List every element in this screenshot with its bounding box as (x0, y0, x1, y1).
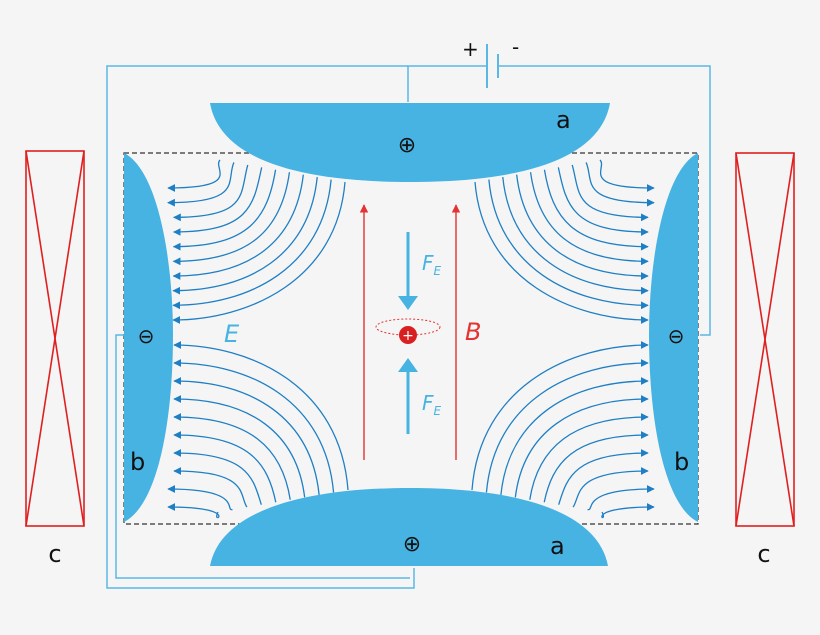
force-arrow-bottom (398, 358, 418, 434)
field-line-bottom-left (173, 341, 349, 491)
electric-field-lines (167, 159, 655, 519)
battery-plus-label: + (462, 37, 479, 61)
field-line-bottom-right (543, 431, 649, 503)
label-c-left: c (48, 540, 61, 568)
minus-symbol-right: ⊖ (668, 324, 685, 348)
field-line-bottom-left (173, 413, 291, 500)
field-line-bottom-left (167, 503, 220, 519)
field-line-top-left (172, 177, 318, 295)
field-line-bottom-left (173, 449, 262, 505)
field-line-bottom-right (500, 377, 649, 495)
field-line-bottom-left (173, 377, 320, 495)
electrode-a-top (210, 103, 610, 182)
label-b-left: b (130, 448, 145, 476)
field-line-top-right (502, 177, 649, 295)
particle-orbit (375, 318, 441, 336)
electrode-b-left (124, 153, 173, 522)
plus-symbol-top: ⊕ (398, 133, 416, 158)
field-line-top-right (488, 179, 649, 310)
minus-symbol-left: ⊖ (138, 324, 155, 348)
field-line-bottom-right (514, 395, 649, 498)
field-line-top-left (172, 181, 346, 324)
magnetic-field-lines (359, 204, 461, 460)
particle-plus: + (402, 328, 414, 344)
plus-symbol-bottom: ⊕ (403, 532, 421, 557)
force-arrow-top (398, 232, 418, 310)
field-line-top-right (474, 181, 649, 324)
field-line-bottom-left (173, 359, 335, 493)
field-line-top-left (167, 162, 235, 207)
field-line-top-left (172, 167, 263, 236)
electrode-b-right (649, 153, 698, 522)
field-line-top-left (172, 164, 249, 222)
coil-right (735, 152, 795, 527)
field-line-top-left (172, 179, 332, 310)
field-line-top-right (543, 169, 649, 251)
label-a-top: a (556, 106, 571, 134)
coil-left (25, 150, 85, 527)
field-line-bottom-right (529, 413, 649, 500)
field-line-bottom-left (173, 395, 306, 498)
label-c-right: c (757, 540, 770, 568)
battery: + - (462, 35, 519, 88)
label-E: E (224, 320, 240, 348)
field-line-top-right (516, 174, 649, 280)
battery-minus-label: - (512, 35, 519, 59)
field-line-top-right (557, 167, 649, 236)
electrode-a-bottom (210, 488, 608, 566)
field-line-top-left (172, 172, 291, 266)
field-line-top-right (571, 164, 649, 222)
force-label-top: FE (422, 251, 442, 278)
field-line-bottom-left (167, 485, 233, 511)
field-line-bottom-right (601, 503, 655, 519)
field-line-bottom-left (173, 431, 277, 503)
field-line-top-left (167, 159, 221, 192)
field-line-bottom-right (587, 485, 655, 511)
field-line-bottom-right (572, 467, 649, 508)
field-line-bottom-left (173, 467, 248, 508)
field-line-bottom-right (471, 341, 649, 491)
circuit-wires (106, 65, 711, 589)
force-label-bottom: FE (422, 391, 442, 418)
particle (399, 326, 417, 344)
field-line-top-left (172, 169, 277, 251)
label-B: B (465, 318, 481, 346)
field-line-top-right (585, 162, 655, 207)
label-a-bottom: a (550, 532, 565, 560)
field-line-top-right (529, 172, 649, 266)
label-b-right: b (674, 448, 689, 476)
field-line-top-left (172, 174, 304, 280)
field-line-top-right (599, 159, 655, 192)
field-line-bottom-right (485, 359, 649, 493)
field-line-bottom-right (558, 449, 649, 505)
